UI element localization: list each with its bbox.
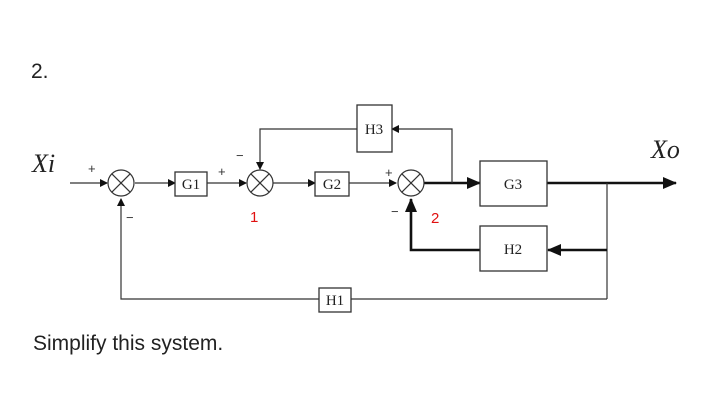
sign-sum1-input: + bbox=[218, 164, 226, 179]
wire-h3-return bbox=[256, 128, 357, 170]
block-g3-label: G3 bbox=[504, 177, 522, 193]
wire-h3-feed bbox=[391, 125, 453, 183]
block-g1 bbox=[174, 171, 208, 197]
junction-label-1: 1 bbox=[250, 209, 258, 226]
output-signal-label: Xo bbox=[650, 135, 680, 164]
summing-junction-2 bbox=[397, 169, 425, 197]
wire-h2-return bbox=[405, 198, 480, 252]
sign-sum1-feedback: − bbox=[236, 148, 244, 163]
block-h1 bbox=[318, 287, 352, 313]
block-g1-label: G1 bbox=[182, 177, 200, 193]
instruction-text: Simplify this system. bbox=[33, 332, 224, 355]
input-signal-label: Xi bbox=[31, 149, 55, 178]
sign-sum2-input: + bbox=[385, 165, 393, 180]
block-h3-label: H3 bbox=[365, 122, 383, 138]
summing-junction-0 bbox=[107, 169, 135, 197]
block-h3 bbox=[356, 104, 393, 153]
block-g2 bbox=[314, 171, 350, 197]
block-h2-label: H2 bbox=[504, 242, 522, 258]
question-number: 2. bbox=[31, 60, 49, 83]
sign-sum2-feedback: − bbox=[391, 204, 399, 219]
block-g2-label: G2 bbox=[323, 177, 341, 193]
block-h2 bbox=[479, 225, 548, 272]
sign-sum0-feedback: − bbox=[126, 210, 134, 225]
junction-label-2: 2 bbox=[431, 210, 439, 227]
summing-junction-1 bbox=[246, 169, 274, 197]
wire-h1-return bbox=[117, 198, 319, 300]
sign-sum0-input: + bbox=[88, 161, 96, 176]
block-h1-label: H1 bbox=[326, 293, 344, 309]
block-g3 bbox=[479, 160, 548, 207]
